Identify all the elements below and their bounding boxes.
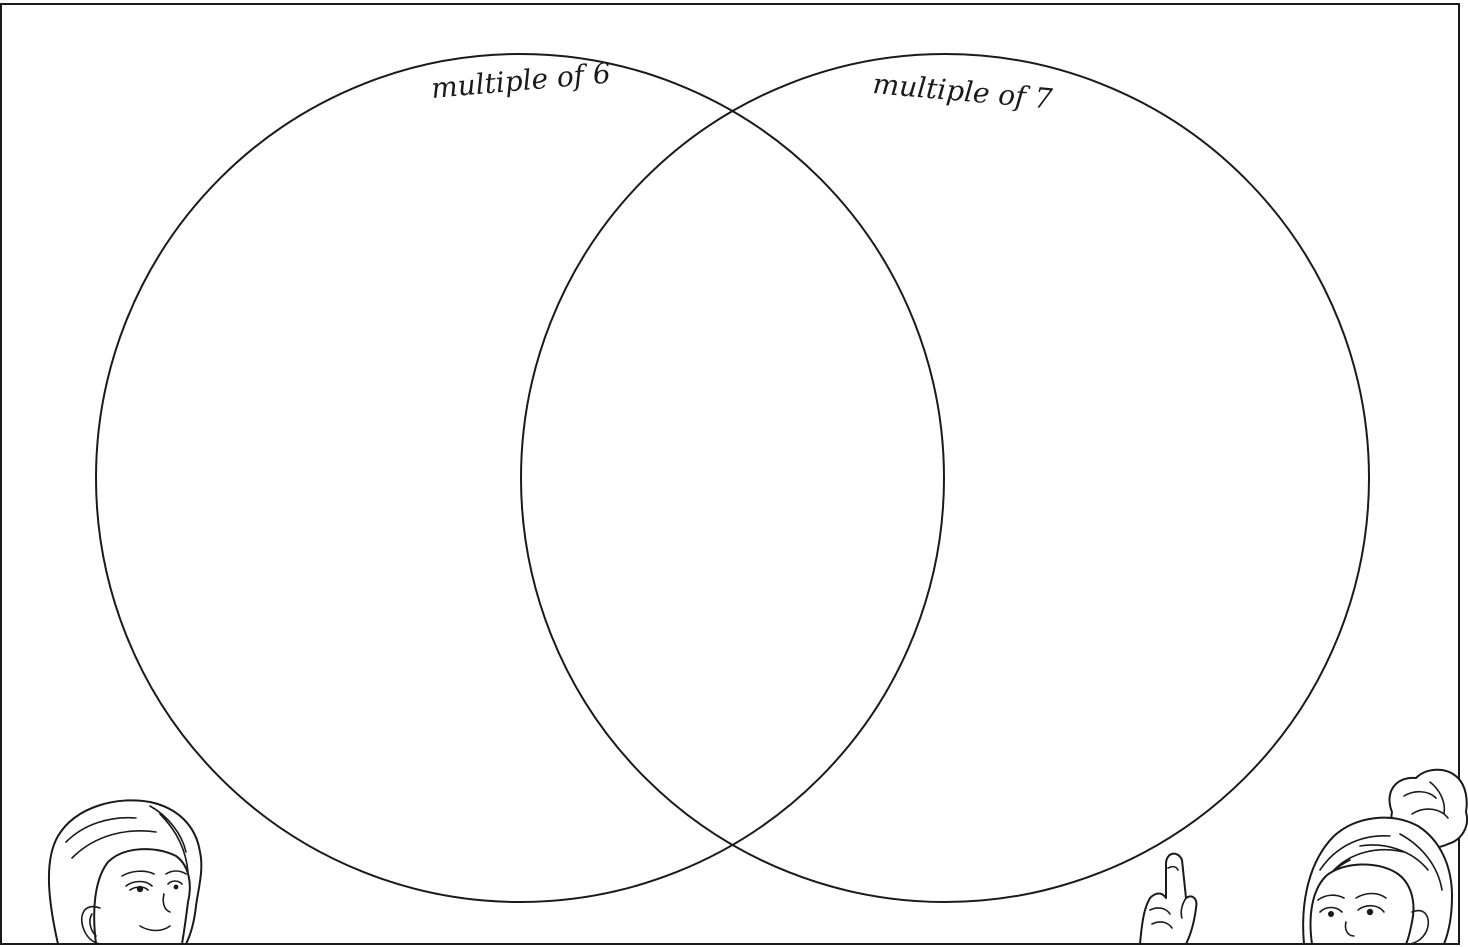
girl-character-illustration <box>1140 770 1467 944</box>
boy-face <box>94 849 190 944</box>
set-label-right: multiple of 7 <box>871 67 1053 116</box>
set-label-left: multiple of 6 <box>430 56 612 105</box>
girl-face <box>1311 864 1414 944</box>
worksheet-frame <box>1 4 1459 944</box>
boy-character-illustration <box>49 800 201 944</box>
